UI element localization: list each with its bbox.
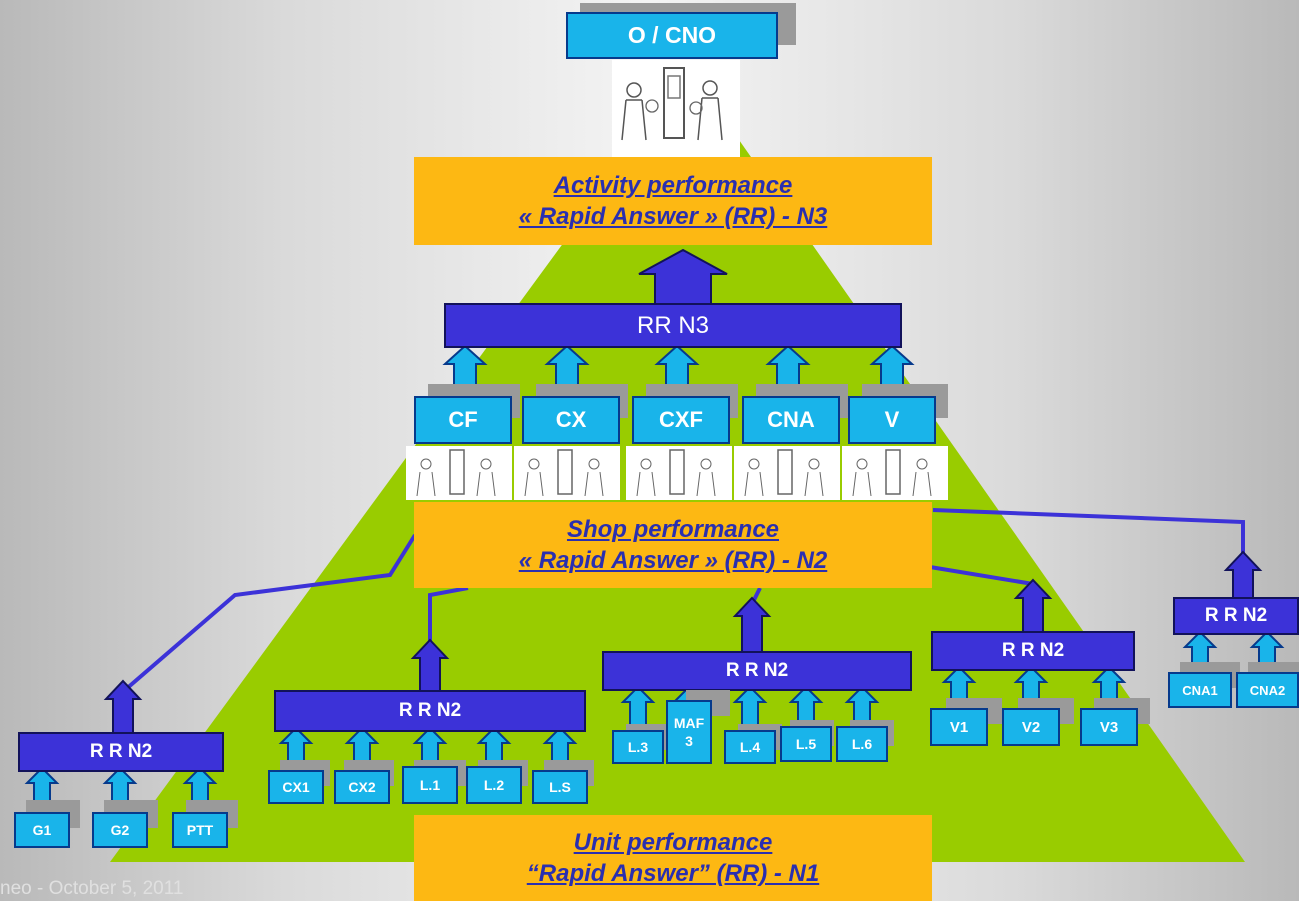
up-arrow-icon xyxy=(103,679,143,735)
rrn2-bar-v: R R N2 xyxy=(931,631,1135,671)
top-box-o-cno: O / CNO xyxy=(566,12,778,59)
footer-date: neo - October 5, 2011 xyxy=(0,878,184,899)
shop-box-cna: CNA xyxy=(742,396,840,444)
shop-performance-box: Shop performance « Rapid Answer » (RR) -… xyxy=(414,502,932,588)
rr-n3-bar: RR N3 xyxy=(444,303,902,348)
people-chart-illustration xyxy=(406,446,512,500)
shop-box-v: V xyxy=(848,396,936,444)
unit-performance-box: Unit performance “Rapid Answer” (RR) - N… xyxy=(414,815,932,901)
people-chart-illustration xyxy=(514,446,620,500)
unit-performance-title: Unit performance xyxy=(573,829,773,856)
unit-box-maf3: MAF 3 xyxy=(666,700,712,764)
unit-performance-subtitle: “Rapid Answer” (RR) - N1 xyxy=(526,860,820,887)
people-chart-illustration xyxy=(734,446,840,500)
shop-box-cx: CX xyxy=(522,396,620,444)
rrn2-bar-g: R R N2 xyxy=(18,732,224,772)
shop-box-cf: CF xyxy=(414,396,512,444)
activity-performance-title: Activity performance xyxy=(553,172,793,199)
people-chart-illustration xyxy=(842,446,948,500)
unit-box-cx1: CX1 xyxy=(268,770,324,804)
shop-performance-title: Shop performance xyxy=(566,516,780,543)
shop-performance-subtitle: « Rapid Answer » (RR) - N2 xyxy=(518,547,828,574)
unit-box-cx2: CX2 xyxy=(334,770,390,804)
activity-performance-box: Activity performance « Rapid Answer » (R… xyxy=(414,157,932,245)
unit-box-l3: L.3 xyxy=(612,730,664,764)
unit-box-cna2: CNA2 xyxy=(1236,672,1299,708)
unit-box-g1: G1 xyxy=(14,812,70,848)
unit-box-l2: L.2 xyxy=(466,766,522,804)
rrn2-bar-cna: R R N2 xyxy=(1173,597,1299,635)
unit-box-l1: L.1 xyxy=(402,766,458,804)
unit-box-v3: V3 xyxy=(1080,708,1138,746)
unit-box-ls: L.S xyxy=(532,770,588,804)
unit-box-l4: L.4 xyxy=(724,730,776,764)
connector-lines xyxy=(123,508,1245,692)
activity-performance-subtitle: « Rapid Answer » (RR) - N3 xyxy=(518,203,828,230)
unit-box-v2: V2 xyxy=(1002,708,1060,746)
unit-box-v1: V1 xyxy=(930,708,988,746)
shop-box-cxf: CXF xyxy=(632,396,730,444)
people-chart-illustration xyxy=(626,446,732,500)
rrn2-bar-l: R R N2 xyxy=(602,651,912,691)
unit-box-g2: G2 xyxy=(92,812,148,848)
unit-box-cna1: CNA1 xyxy=(1168,672,1232,708)
people-chart-illustration xyxy=(612,60,740,157)
unit-box-ptt: PTT xyxy=(172,812,228,848)
unit-box-l5: L.5 xyxy=(780,726,832,762)
up-arrow-icon xyxy=(1223,550,1263,600)
rrn2-bar-cx: R R N2 xyxy=(274,690,586,732)
unit-box-l6: L.6 xyxy=(836,726,888,762)
